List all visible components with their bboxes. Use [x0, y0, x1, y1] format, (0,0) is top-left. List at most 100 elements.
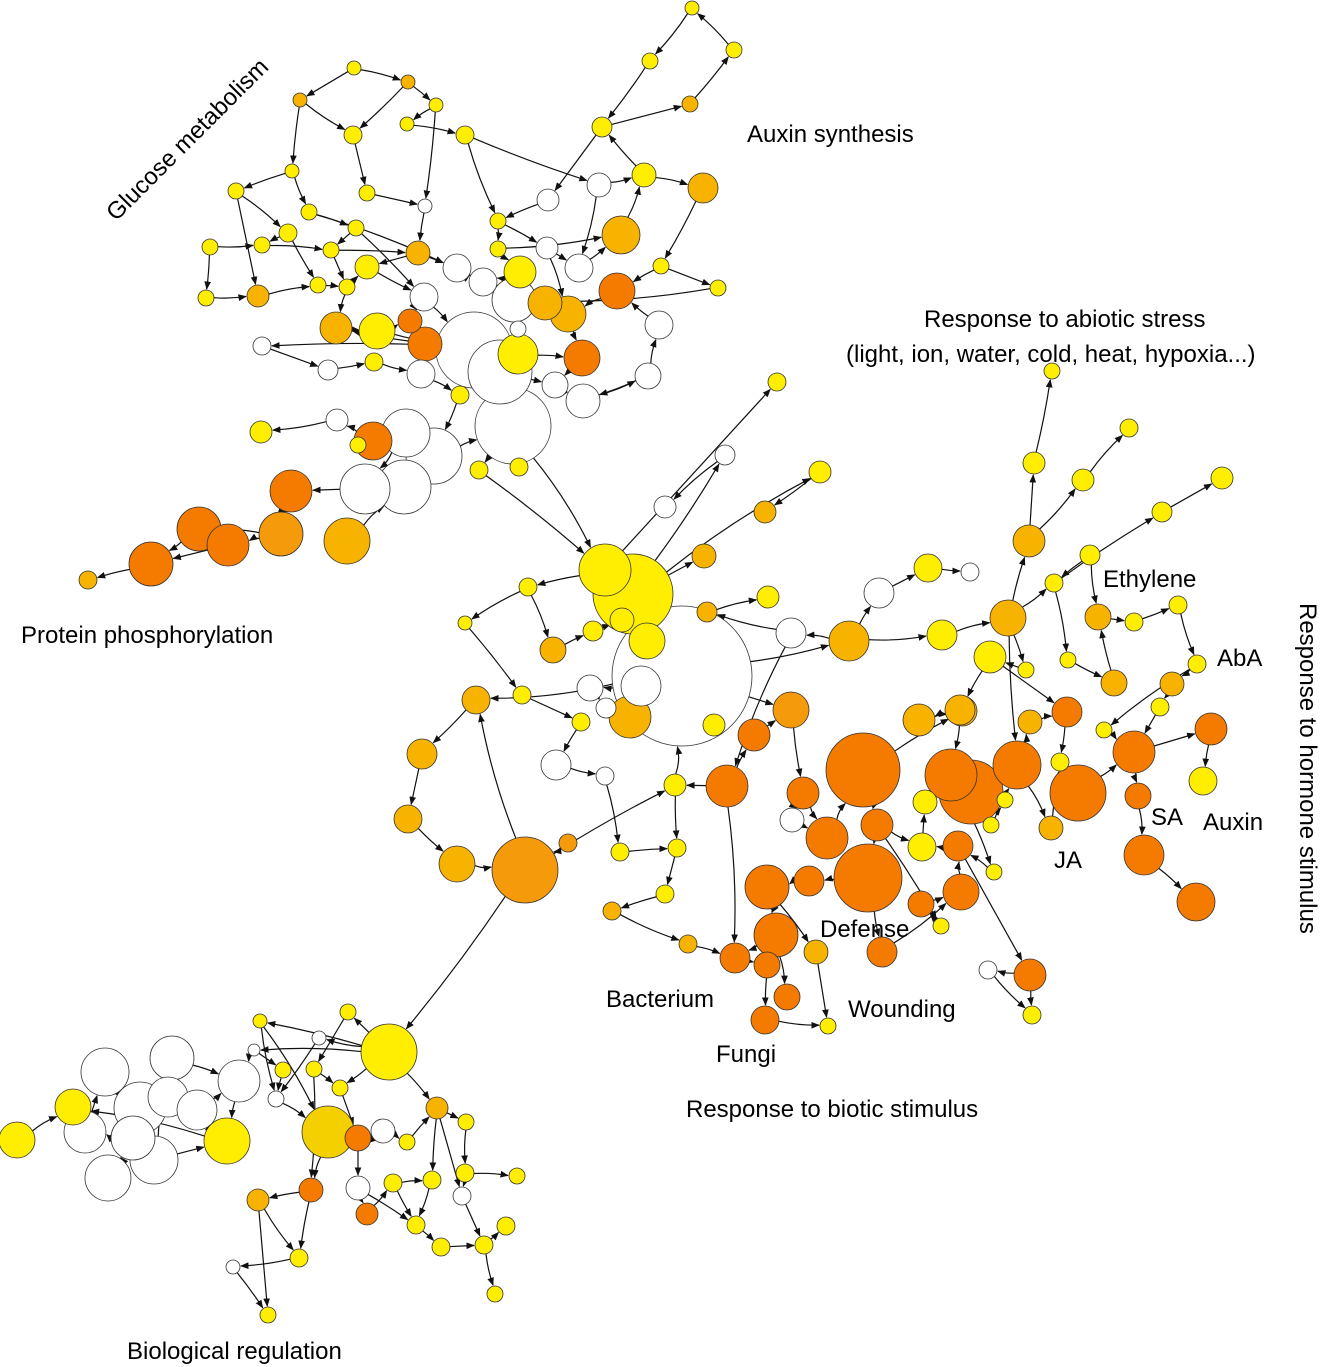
network-edge — [622, 388, 771, 552]
network-edge — [673, 461, 718, 500]
go-term-node — [942, 830, 974, 862]
network-edge — [1022, 588, 1047, 608]
network-edge — [213, 294, 247, 301]
network-edge — [465, 1203, 481, 1237]
go-term-node — [474, 1235, 494, 1255]
go-term-node — [609, 607, 635, 633]
go-term-node — [678, 934, 698, 954]
network-edge — [379, 452, 393, 469]
network-edge — [668, 268, 711, 286]
go-term-node — [714, 444, 736, 466]
network-edge — [361, 233, 415, 287]
network-edge — [1027, 785, 1046, 818]
network-edge — [333, 257, 344, 280]
network-edge — [536, 575, 580, 586]
go-term-node — [217, 1059, 261, 1103]
network-edge — [1142, 608, 1170, 620]
network-edge — [433, 306, 448, 323]
network-edge — [168, 541, 182, 551]
go-term-node — [1084, 603, 1112, 631]
go-term-node — [518, 577, 538, 597]
network-edge — [598, 380, 637, 396]
network-edge — [373, 1189, 388, 1207]
go-term-node — [455, 125, 475, 145]
network-edge — [396, 1190, 412, 1217]
go-term-node — [397, 308, 423, 334]
go-term-node — [860, 808, 894, 842]
go-term-node — [417, 198, 433, 214]
go-term-node — [1017, 709, 1043, 735]
go-term-node — [527, 285, 563, 321]
network-edge — [496, 275, 506, 283]
go-term-node — [1012, 524, 1046, 558]
go-term-node — [1095, 721, 1113, 739]
go-term-node — [655, 884, 675, 904]
network-edge — [346, 424, 358, 432]
go-term-node — [1022, 451, 1046, 475]
go-term-node — [1050, 752, 1070, 772]
go-term-node — [110, 1115, 156, 1161]
network-edge — [263, 1208, 294, 1251]
network-edge — [433, 380, 452, 391]
network-edge — [697, 13, 729, 45]
go-term-node — [319, 311, 353, 345]
network-edge — [1144, 714, 1157, 734]
go-term-node — [0, 1121, 36, 1159]
network-edge — [499, 253, 509, 261]
network-edge — [418, 1188, 430, 1217]
network-edge — [1013, 634, 1025, 663]
network-edge — [268, 283, 310, 295]
network-edge — [1002, 665, 1055, 704]
go-term-node — [912, 789, 938, 815]
go-term-node — [269, 469, 313, 513]
network-edge — [1089, 434, 1123, 473]
go-term-node — [355, 1202, 379, 1226]
go-term-node — [405, 240, 431, 266]
go-term-node — [469, 460, 489, 480]
go-term-node — [1210, 466, 1234, 490]
network-edge — [554, 134, 597, 192]
go-term-node — [960, 562, 980, 582]
network-edge — [993, 807, 1002, 819]
go-term-node — [354, 254, 380, 280]
network-edge — [291, 240, 315, 278]
label-protein-phosphorylation: Protein phosphorylation — [21, 622, 273, 649]
network-edge — [1008, 635, 1018, 741]
network-edge — [929, 913, 938, 923]
network-edge — [432, 709, 467, 744]
go-term-node — [985, 863, 1003, 881]
go-term-node — [203, 1117, 251, 1165]
network-edge — [824, 874, 835, 882]
network-edge — [1074, 663, 1103, 678]
network-edge — [32, 1116, 58, 1132]
network-edge — [871, 800, 879, 810]
go-term-node — [563, 339, 601, 377]
go-term-node — [687, 172, 719, 204]
go-term-node — [249, 420, 273, 444]
network-edge — [411, 1116, 430, 1137]
network-edge — [490, 1231, 500, 1241]
network-edge — [584, 298, 601, 307]
network-edge — [770, 904, 779, 914]
go-term-node — [225, 1259, 241, 1275]
go-term-node — [84, 1154, 132, 1202]
network-edge — [789, 876, 798, 885]
go-term-node — [78, 570, 98, 590]
go-term-node — [595, 766, 615, 786]
network-edge — [620, 896, 657, 909]
go-term-node — [300, 203, 318, 221]
network-edge — [496, 228, 503, 241]
go-term-node — [913, 553, 943, 583]
go-term-node — [819, 1017, 837, 1035]
go-term-node — [278, 223, 298, 243]
go-term-node — [825, 732, 901, 808]
network-edge — [761, 977, 769, 1006]
network-edge — [779, 956, 788, 985]
network-edge — [326, 1038, 362, 1048]
go-term-node — [491, 836, 559, 904]
go-term-node — [1044, 573, 1064, 593]
go-term-node — [907, 832, 937, 862]
network-edge — [268, 1191, 300, 1200]
go-term-node — [750, 1005, 780, 1035]
go-term-node — [331, 1079, 349, 1097]
